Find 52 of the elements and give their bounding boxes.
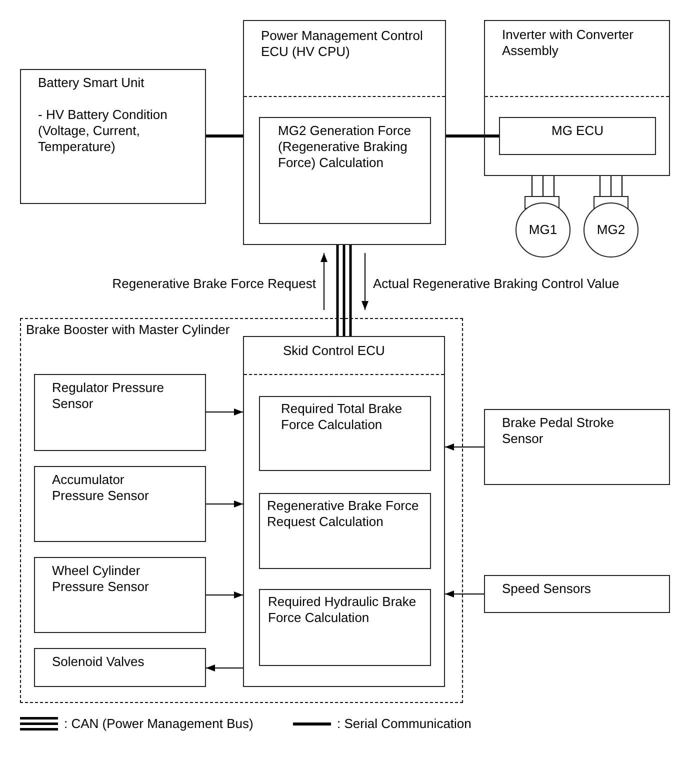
sensor-box	[484, 575, 670, 613]
signal-label: Actual Regenerative Braking Control Value	[373, 276, 620, 292]
legend-text: : Serial Communication	[337, 716, 472, 732]
box-label: Accumulator Pressure Sensor	[52, 472, 150, 504]
arrow	[444, 444, 484, 450]
box-description: - HV Battery Condition (Voltage, Current, Temperature)	[38, 107, 168, 155]
thick-line	[446, 134, 499, 138]
ecu-box	[484, 20, 670, 176]
box-label: Inverter with Converter Assembly	[502, 27, 634, 59]
box-label: MG2 Generation Force (Regenerative Braking Force) Calculation	[278, 123, 412, 171]
assembly-dashed-box	[20, 318, 463, 703]
calculation-box	[259, 117, 431, 224]
arrow	[444, 590, 484, 598]
box-label: Speed Sensors	[502, 581, 591, 597]
box-label: Regenerative Brake Force Request Calculation	[267, 498, 420, 530]
unit-box	[20, 69, 206, 204]
sensor-box	[34, 648, 206, 687]
arrow	[206, 500, 244, 508]
parallel-lines	[600, 176, 622, 196]
box-label: Required Total Brake Force Calculation	[281, 401, 404, 433]
box-label: Wheel Cylinder Pressure Sensor	[52, 563, 150, 595]
sensor-box	[484, 409, 670, 485]
arrow	[206, 592, 244, 598]
box-label: Skid Control ECU	[283, 343, 385, 359]
box-label: MG1	[528, 222, 558, 238]
parallel-lines	[532, 176, 554, 196]
box-label: MG2	[596, 222, 626, 238]
arrow	[206, 664, 244, 672]
parallel-lines	[336, 244, 352, 338]
motor-circle	[583, 196, 639, 258]
calculation-box	[259, 589, 431, 666]
box-label: Power Management Control ECU (HV CPU)	[261, 28, 424, 60]
box-label: Solenoid Valves	[52, 654, 144, 670]
calculation-box	[499, 117, 656, 155]
thick-line	[206, 134, 243, 138]
sensor-box	[34, 557, 206, 633]
box-label: Regulator Pressure Sensor	[52, 380, 165, 412]
box-label: Brake Pedal Stroke Sensor	[502, 415, 616, 447]
legend-text: : CAN (Power Management Bus)	[64, 716, 254, 732]
box-label: MG ECU	[550, 123, 604, 139]
box-label: Brake Booster with Master Cylinder	[26, 322, 230, 338]
ecu-box	[243, 20, 446, 245]
motor-circle	[515, 196, 571, 258]
ecu-box	[243, 336, 445, 687]
box-label: Battery Smart Unit	[38, 75, 144, 91]
sensor-box	[34, 374, 206, 451]
calculation-box	[259, 396, 431, 471]
sensor-box	[34, 466, 206, 542]
box-label: Required Hydraulic Brake Force Calculation	[268, 594, 418, 626]
arrow	[206, 408, 244, 416]
calculation-box	[259, 493, 431, 569]
signal-label: Regenerative Brake Force Request	[112, 276, 316, 292]
